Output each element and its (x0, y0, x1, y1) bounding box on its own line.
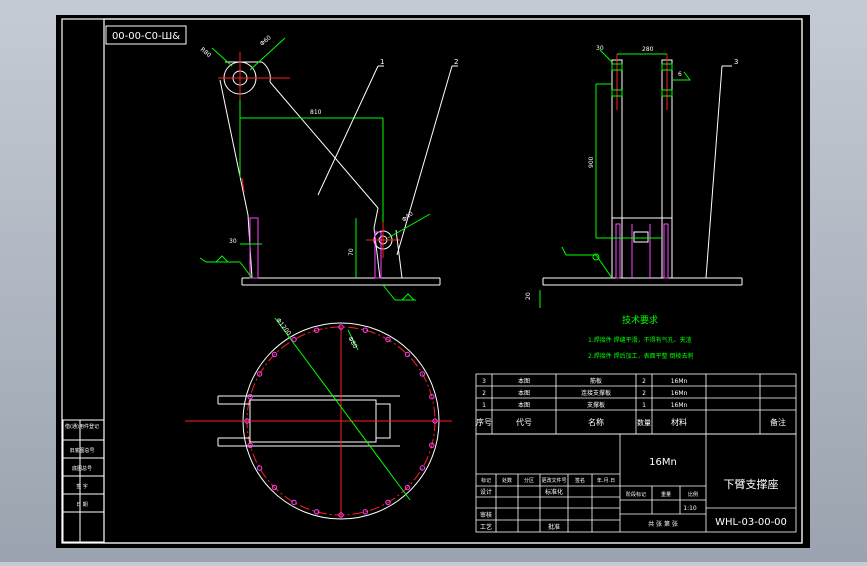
bolt-hole (385, 336, 391, 343)
dim-70: 70 (348, 248, 355, 256)
bom-header-seq: 序号 (476, 417, 492, 427)
bolt-hole (271, 351, 278, 358)
bolt-hole (385, 499, 391, 506)
dim-6: 6 (678, 71, 682, 78)
inner-frame (103, 18, 803, 544)
tb-design: 设计 (480, 488, 492, 496)
bom-header-material: 材料 (671, 417, 687, 427)
bolt-hole (291, 499, 297, 506)
tb-standard: 标准化 (545, 488, 563, 496)
code-box (105, 25, 187, 45)
strip-label: 日 期 (76, 502, 88, 508)
tb-sign: 签名 (575, 477, 585, 484)
bolt-hole (244, 418, 250, 424)
bom-code: 本图 (518, 401, 530, 409)
callout-3: 3 (734, 58, 738, 66)
front-view (199, 37, 458, 301)
tb-stage: 阶段标记 (626, 491, 646, 498)
bolt-hole (256, 371, 263, 377)
bom-seq: 1 (482, 402, 486, 409)
scale-text: 1:10 (683, 505, 697, 512)
bom-seq: 2 (482, 390, 486, 397)
bom-header-code: 代号 (516, 417, 532, 427)
bom-name: 筋板 (590, 377, 602, 385)
bolt-hole (338, 512, 344, 518)
strip-label: 借(通)用件登记 (65, 423, 99, 430)
material-text: 16Mn (649, 457, 677, 468)
bom-code: 本图 (518, 377, 530, 385)
tb-approve: 批准 (548, 523, 560, 531)
tb-date: 年.月.日 (597, 477, 615, 484)
tech-note-1: 1.焊接件 焊缝平滑，不得有气孔、夹渣 (588, 336, 692, 344)
bolt-hole (314, 327, 320, 333)
bolt-hole (432, 418, 438, 424)
tb-sheets: 共 张 第 张 (648, 520, 678, 528)
bom-header-name: 名称 (588, 417, 604, 427)
title-block (475, 433, 797, 533)
bolt-hole (362, 509, 368, 515)
callout-1: 1 (380, 58, 384, 66)
tb-mark: 标记 (481, 477, 491, 484)
bolt-hole (247, 394, 253, 400)
dim-30: 30 (229, 238, 237, 245)
tb-weight: 重量 (661, 491, 671, 498)
bolt-holes (244, 324, 438, 518)
bolt-hole (419, 465, 426, 471)
tb-check: 审核 (480, 511, 492, 519)
bolt-hole (404, 484, 411, 491)
bom-qty: 2 (642, 390, 646, 397)
tb-process: 工艺 (480, 523, 492, 531)
bom-header-qty: 数量 (637, 418, 651, 427)
bom-qty: 2 (642, 378, 646, 385)
bom-seq: 3 (482, 378, 486, 385)
bom-name: 支撑板 (587, 401, 605, 409)
strip-label: 签 字 (76, 483, 88, 490)
bolt-hole (271, 484, 278, 491)
bolt-hole (247, 442, 253, 448)
callout-2: 2 (454, 58, 458, 66)
dim-900: 900 (588, 156, 595, 168)
bom-qty: 1 (642, 402, 646, 409)
bolt-hole (256, 465, 263, 471)
tb-count: 处数 (502, 477, 512, 484)
bolt-hole (429, 442, 435, 448)
dim-20: 20 (525, 292, 532, 300)
dim-280: 280 (642, 46, 654, 53)
tech-title: 技术要求 (622, 314, 658, 326)
strip-label: 底图总号 (72, 465, 92, 472)
bom-header-remark: 备注 (770, 417, 786, 427)
tech-note-2: 2.焊接件 焊后加工，表面平整 倒棱去刺 (588, 352, 694, 360)
model-space (56, 15, 810, 548)
bolt-hole (362, 327, 368, 333)
bolt-hole (338, 324, 344, 330)
bolt-hole (314, 509, 320, 515)
tb-scale-label: 比例 (688, 491, 698, 498)
drawing-number: WHL-03-00-00 (715, 517, 787, 528)
bolt-hole (291, 336, 297, 343)
bom-name: 连接支撑板 (581, 389, 611, 397)
code-box-text: 00-00-C0-Ш& (112, 31, 180, 42)
bom-mat: 16Mn (671, 390, 688, 397)
bolt-hole (419, 371, 426, 377)
bom-mat: 16Mn (671, 402, 688, 409)
side-view (539, 49, 743, 308)
left-strip (62, 419, 105, 543)
tb-zone: 分区 (524, 477, 534, 484)
bom-mat: 16Mn (671, 378, 688, 385)
strip-label: 旧底图总号 (69, 447, 94, 454)
bolt-hole (404, 351, 411, 358)
drawing-title: 下臂支撑座 (724, 477, 779, 491)
dim-30b: 30 (596, 45, 604, 52)
tb-change-doc: 更改文件号 (541, 477, 566, 484)
dim-810: 810 (310, 109, 322, 116)
bolt-hole (429, 394, 435, 400)
bom-code: 本图 (518, 389, 530, 397)
